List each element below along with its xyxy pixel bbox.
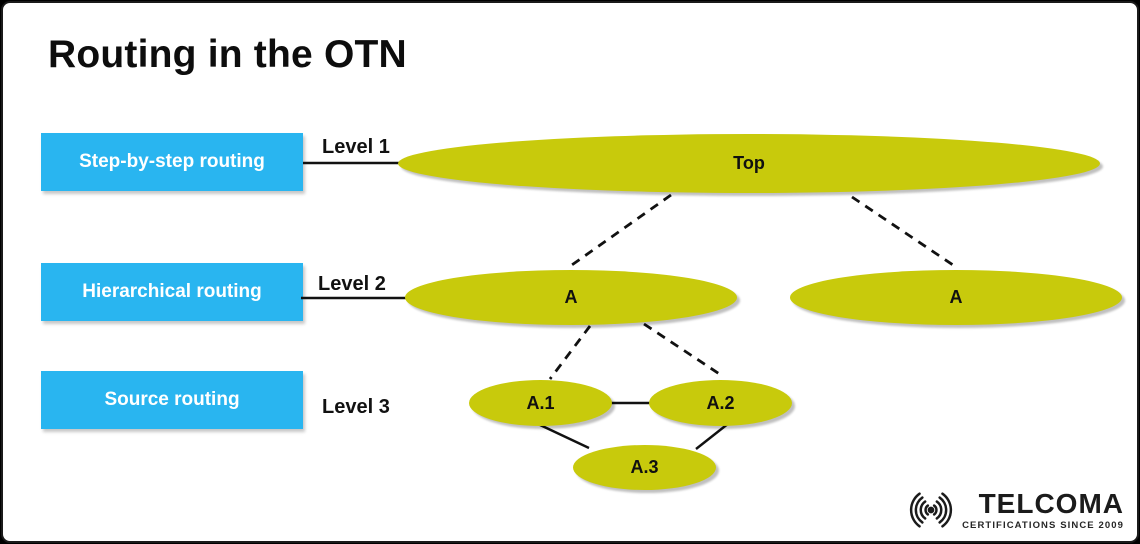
level-3-label: Level 3 xyxy=(322,396,390,418)
radio-waves-icon xyxy=(910,492,953,528)
node-a1: A.1 xyxy=(469,380,612,426)
page-title: Routing in the OTN xyxy=(48,33,407,76)
node-label: A xyxy=(949,287,963,307)
routing-box-step-by-step: Step-by-step routing xyxy=(41,133,303,191)
node-label: Top xyxy=(733,153,765,173)
routing-box-hierarchical: Hierarchical routing xyxy=(41,263,303,321)
edge-top-to-a-right xyxy=(851,195,957,269)
edge-top-to-a-left xyxy=(568,193,672,269)
routing-box-label: Hierarchical routing xyxy=(82,281,262,302)
logo-brand: TELCOMA xyxy=(978,487,1124,519)
node-a2: A.2 xyxy=(649,380,792,426)
node-a3: A.3 xyxy=(573,445,716,490)
logo-text: TELCOMA CERTIFICATIONS SINCE 2009 xyxy=(962,487,1124,531)
level-1-label: Level 1 xyxy=(322,136,390,158)
routing-box-label: Step-by-step routing xyxy=(79,151,265,172)
node-label: A xyxy=(564,287,578,307)
logo-tagline: CERTIFICATIONS SINCE 2009 xyxy=(962,519,1124,531)
edge-a-left-to-a2 xyxy=(643,322,725,379)
node-a-left: A xyxy=(405,270,737,325)
node-top: Top xyxy=(398,134,1100,193)
node-label: A.3 xyxy=(630,457,659,477)
routing-box-label: Source routing xyxy=(104,389,240,410)
edge-a-left-to-a1 xyxy=(548,325,592,380)
node-label: A.2 xyxy=(706,392,735,413)
edge-a1-to-a3 xyxy=(537,422,590,450)
edge-a2-to-a3 xyxy=(695,422,730,450)
telcoma-logo: TELCOMA CERTIFICATIONS SINCE 2009 xyxy=(904,488,1124,532)
level-2-label: Level 2 xyxy=(318,273,386,295)
routing-box-source: Source routing xyxy=(41,371,303,429)
node-a-right: A xyxy=(790,270,1122,325)
node-label: A.1 xyxy=(526,392,555,413)
